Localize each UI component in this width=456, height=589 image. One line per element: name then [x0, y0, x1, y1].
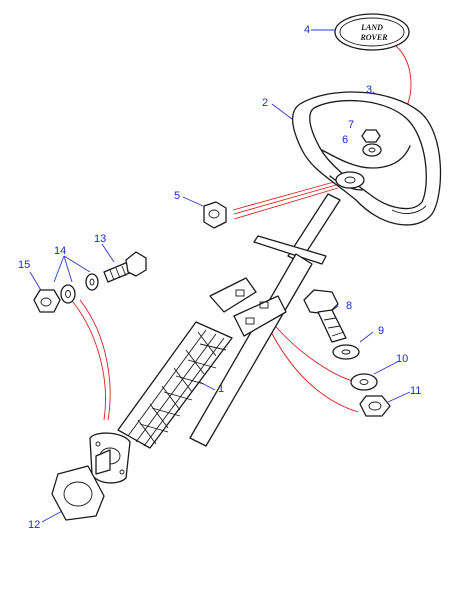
washer-part-10: [350, 373, 378, 391]
callout-12: 12: [28, 519, 40, 531]
callout-4: 4: [304, 24, 310, 36]
badge-text-line2: ROVER: [359, 33, 388, 42]
hub-nut-part-7: [361, 129, 381, 143]
callout-6: 6: [342, 134, 348, 146]
callout-2: 2: [262, 97, 268, 109]
callout-labels: 1 2 3 4 5 6 7 8 9 10 11 12 13 14 15: [18, 24, 421, 531]
leader-lines-red: [67, 45, 412, 421]
steering-column: [89, 193, 341, 484]
callout-14: 14: [54, 245, 66, 257]
nut-part-11: [359, 395, 391, 417]
callout-11: 11: [410, 385, 421, 397]
callout-7: 7: [348, 119, 354, 131]
bolt-part-8: [303, 289, 347, 343]
bolt-part-13: [103, 251, 147, 283]
callout-9: 9: [378, 325, 384, 337]
callout-8: 8: [346, 300, 352, 312]
washer-part-9: [332, 344, 360, 360]
hub-washer-part-6: [362, 143, 382, 157]
washer-part-14a: [85, 273, 99, 291]
callout-15: 15: [18, 259, 30, 271]
nut-part-15: [33, 289, 61, 313]
callout-10: 10: [396, 353, 408, 365]
washer-part-14b: [60, 284, 76, 304]
land-rover-badge: LAND ROVER: [334, 13, 410, 51]
steering-wheel: [292, 91, 442, 226]
callout-3: 3: [366, 84, 372, 96]
callout-5: 5: [174, 190, 180, 202]
callout-13: 13: [94, 233, 106, 245]
sleeve-part-5: [203, 201, 227, 229]
callout-1: 1: [218, 383, 224, 395]
gasket-part-12: [51, 465, 105, 521]
badge-text-line1: LAND: [360, 23, 383, 32]
